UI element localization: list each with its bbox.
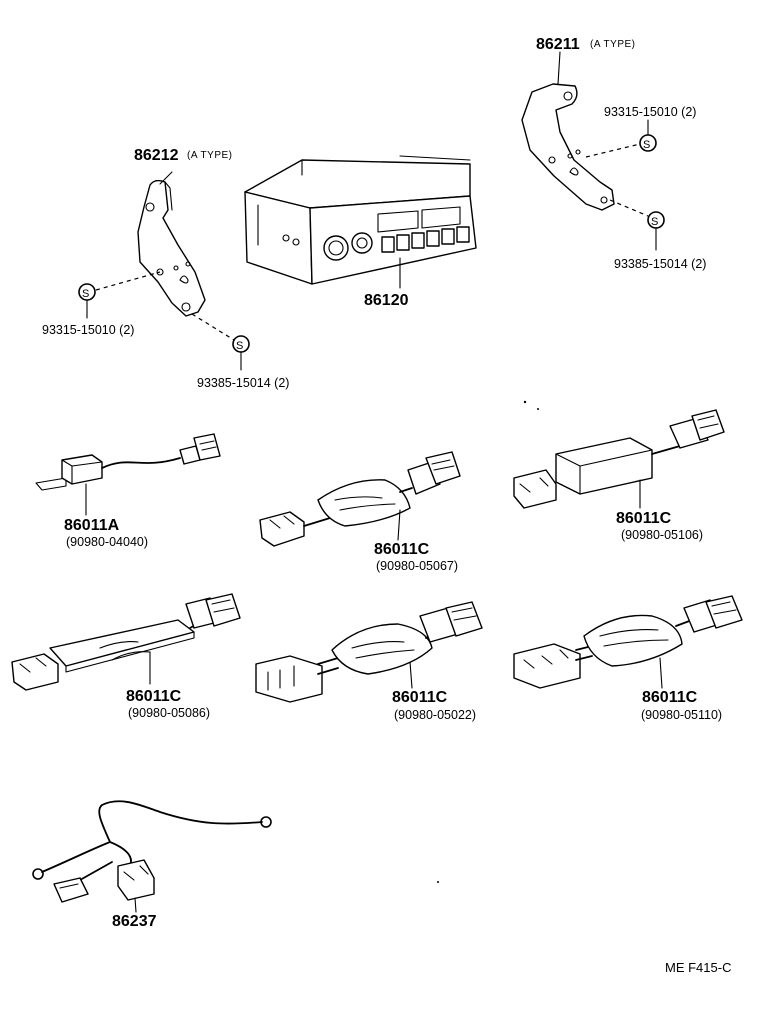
leader-86011c-05067	[397, 509, 401, 541]
label-86212-type: (A TYPE)	[187, 150, 233, 161]
label-86011a-sub: (90980-04040)	[66, 535, 148, 549]
bolt-right-lower: S	[609, 199, 665, 251]
label-86011c-05067: 86011C	[374, 541, 430, 558]
label-86011c-05106: 86011C	[616, 510, 672, 527]
radio-86120	[244, 155, 477, 285]
label-86011c-05106-sub: (90980-05106)	[621, 528, 703, 542]
label-86212: 86212	[134, 147, 179, 164]
label-bolt-left-a: 93315-15010 (2)	[42, 323, 134, 337]
leader-86011c-05110	[659, 657, 663, 689]
label-86011c-05086: 86011C	[126, 688, 182, 705]
harness-86011c-05106	[513, 409, 725, 509]
label-86011c-05110: 86011C	[642, 689, 698, 706]
leader-86212	[159, 171, 173, 185]
bracket-86212	[137, 179, 206, 317]
svg-text:S: S	[236, 340, 243, 352]
leader-86211	[557, 51, 561, 85]
bolt-left-lower: S	[191, 313, 250, 371]
label-86211: 86211	[536, 36, 580, 53]
bracket-86211	[521, 83, 615, 211]
label-86011c-05067-sub: (90980-05067)	[376, 559, 458, 573]
label-86011c-05110-sub: (90980-05110)	[641, 708, 722, 722]
footer-code: ME F415-C	[665, 960, 731, 975]
label-86211-type: (A TYPE)	[590, 39, 636, 50]
label-bolt-right-b: 93385-15014 (2)	[614, 257, 706, 271]
harness-86011c-05022	[255, 601, 483, 703]
harness-86011c-05067	[259, 451, 461, 547]
harness-86011c-05110	[513, 595, 743, 689]
harness-86011a	[35, 433, 221, 491]
label-86011a: 86011A	[64, 517, 120, 534]
svg-text:S: S	[651, 216, 658, 228]
bolt-right-upper: S	[585, 119, 657, 158]
label-86011c-05022: 86011C	[392, 689, 448, 706]
label-bolt-right-a: 93315-15010 (2)	[604, 105, 696, 119]
label-86237: 86237	[112, 913, 157, 930]
label-86011c-05086-sub: (90980-05086)	[128, 706, 210, 720]
bolt-left-upper: S	[78, 271, 161, 319]
label-86120: 86120	[364, 292, 409, 309]
svg-text:S: S	[82, 288, 89, 300]
leader-86237	[134, 897, 137, 913]
leader-86011c-05022	[409, 661, 413, 689]
label-86011c-05022-sub: (90980-05022)	[394, 708, 476, 722]
ground-wire-86237	[32, 800, 272, 903]
svg-text:S: S	[643, 139, 650, 151]
harness-86011c-05086	[11, 593, 241, 691]
label-bolt-left-b: 93385-15014 (2)	[197, 376, 289, 390]
